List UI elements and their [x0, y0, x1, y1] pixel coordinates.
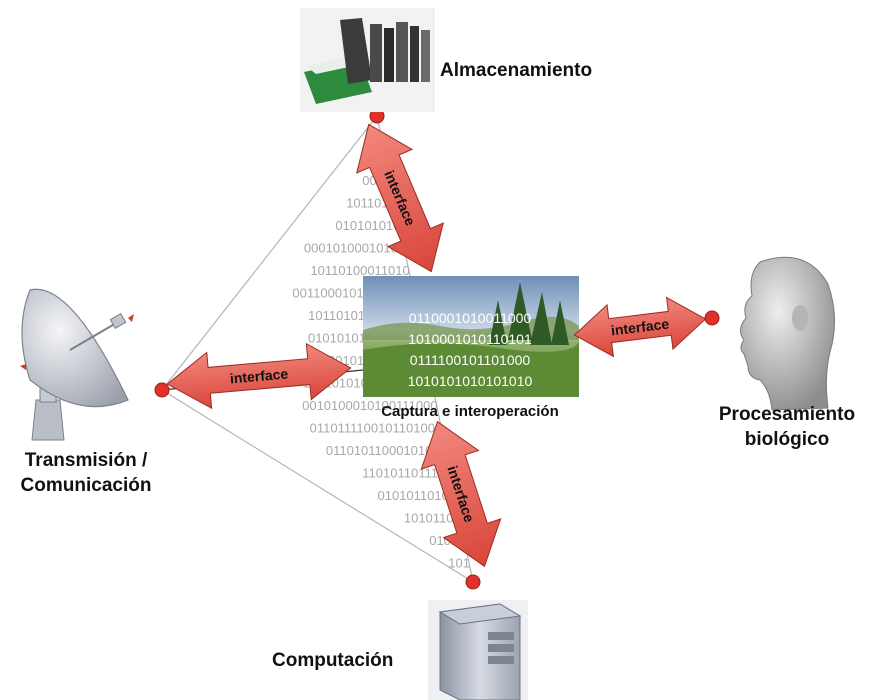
binary-row: 01101011000101010 — [326, 443, 447, 458]
books-icon — [300, 8, 435, 112]
biological-label-line1: Procesamiento — [719, 404, 855, 425]
satellite-dish-icon — [20, 288, 134, 441]
biological-label-line2: biológico — [745, 429, 829, 450]
transmission-label-line1: Transmisión / — [25, 450, 148, 471]
binary-row: 010101010 — [335, 218, 400, 233]
human-head-icon — [740, 256, 836, 411]
computation-label: Computación — [272, 650, 393, 671]
binary-row: 0110111100101101000 — [310, 421, 443, 436]
tree-icon — [489, 282, 569, 345]
server-tower-icon — [428, 600, 528, 700]
capture-binary-text: 0110001010011000 1010001010110101 01111001… — [408, 310, 533, 389]
node-dot-computation — [465, 574, 481, 590]
capture-label: Captura e interoperación — [381, 403, 559, 420]
binary-row: 10101101 — [404, 511, 461, 526]
interface-label-right: interface — [610, 315, 670, 338]
node-dot-transmission — [154, 382, 170, 398]
binary-row: 00010100010101 — [304, 241, 405, 256]
capture-binary-row: 0110001010011000 — [409, 310, 532, 326]
storage-label: Almacenamiento — [440, 60, 592, 81]
interface-arrow-left: interface — [166, 342, 352, 410]
binary-row: 1101011011110 — [362, 466, 451, 481]
binary-row: 10110100011010 — [310, 263, 409, 278]
interface-label-left: interface — [229, 365, 289, 386]
binary-row: 0010100010100111000 — [302, 398, 437, 413]
capture-image: 0110001010011000 1010001010110101 01111001… — [363, 276, 579, 397]
node-dot-biological — [704, 310, 720, 326]
capture-binary-row: 1010001010110101 — [408, 331, 532, 347]
binary-row: 01010110101 — [378, 488, 457, 503]
transmission-label-line2: Comunicación — [21, 475, 152, 496]
capture-binary-row: 0111100101101000 — [410, 352, 531, 368]
binary-row: 101 — [448, 556, 470, 571]
interface-arrow-right: interface — [573, 296, 707, 358]
capture-binary-row: 1010101010101010 — [408, 373, 533, 389]
